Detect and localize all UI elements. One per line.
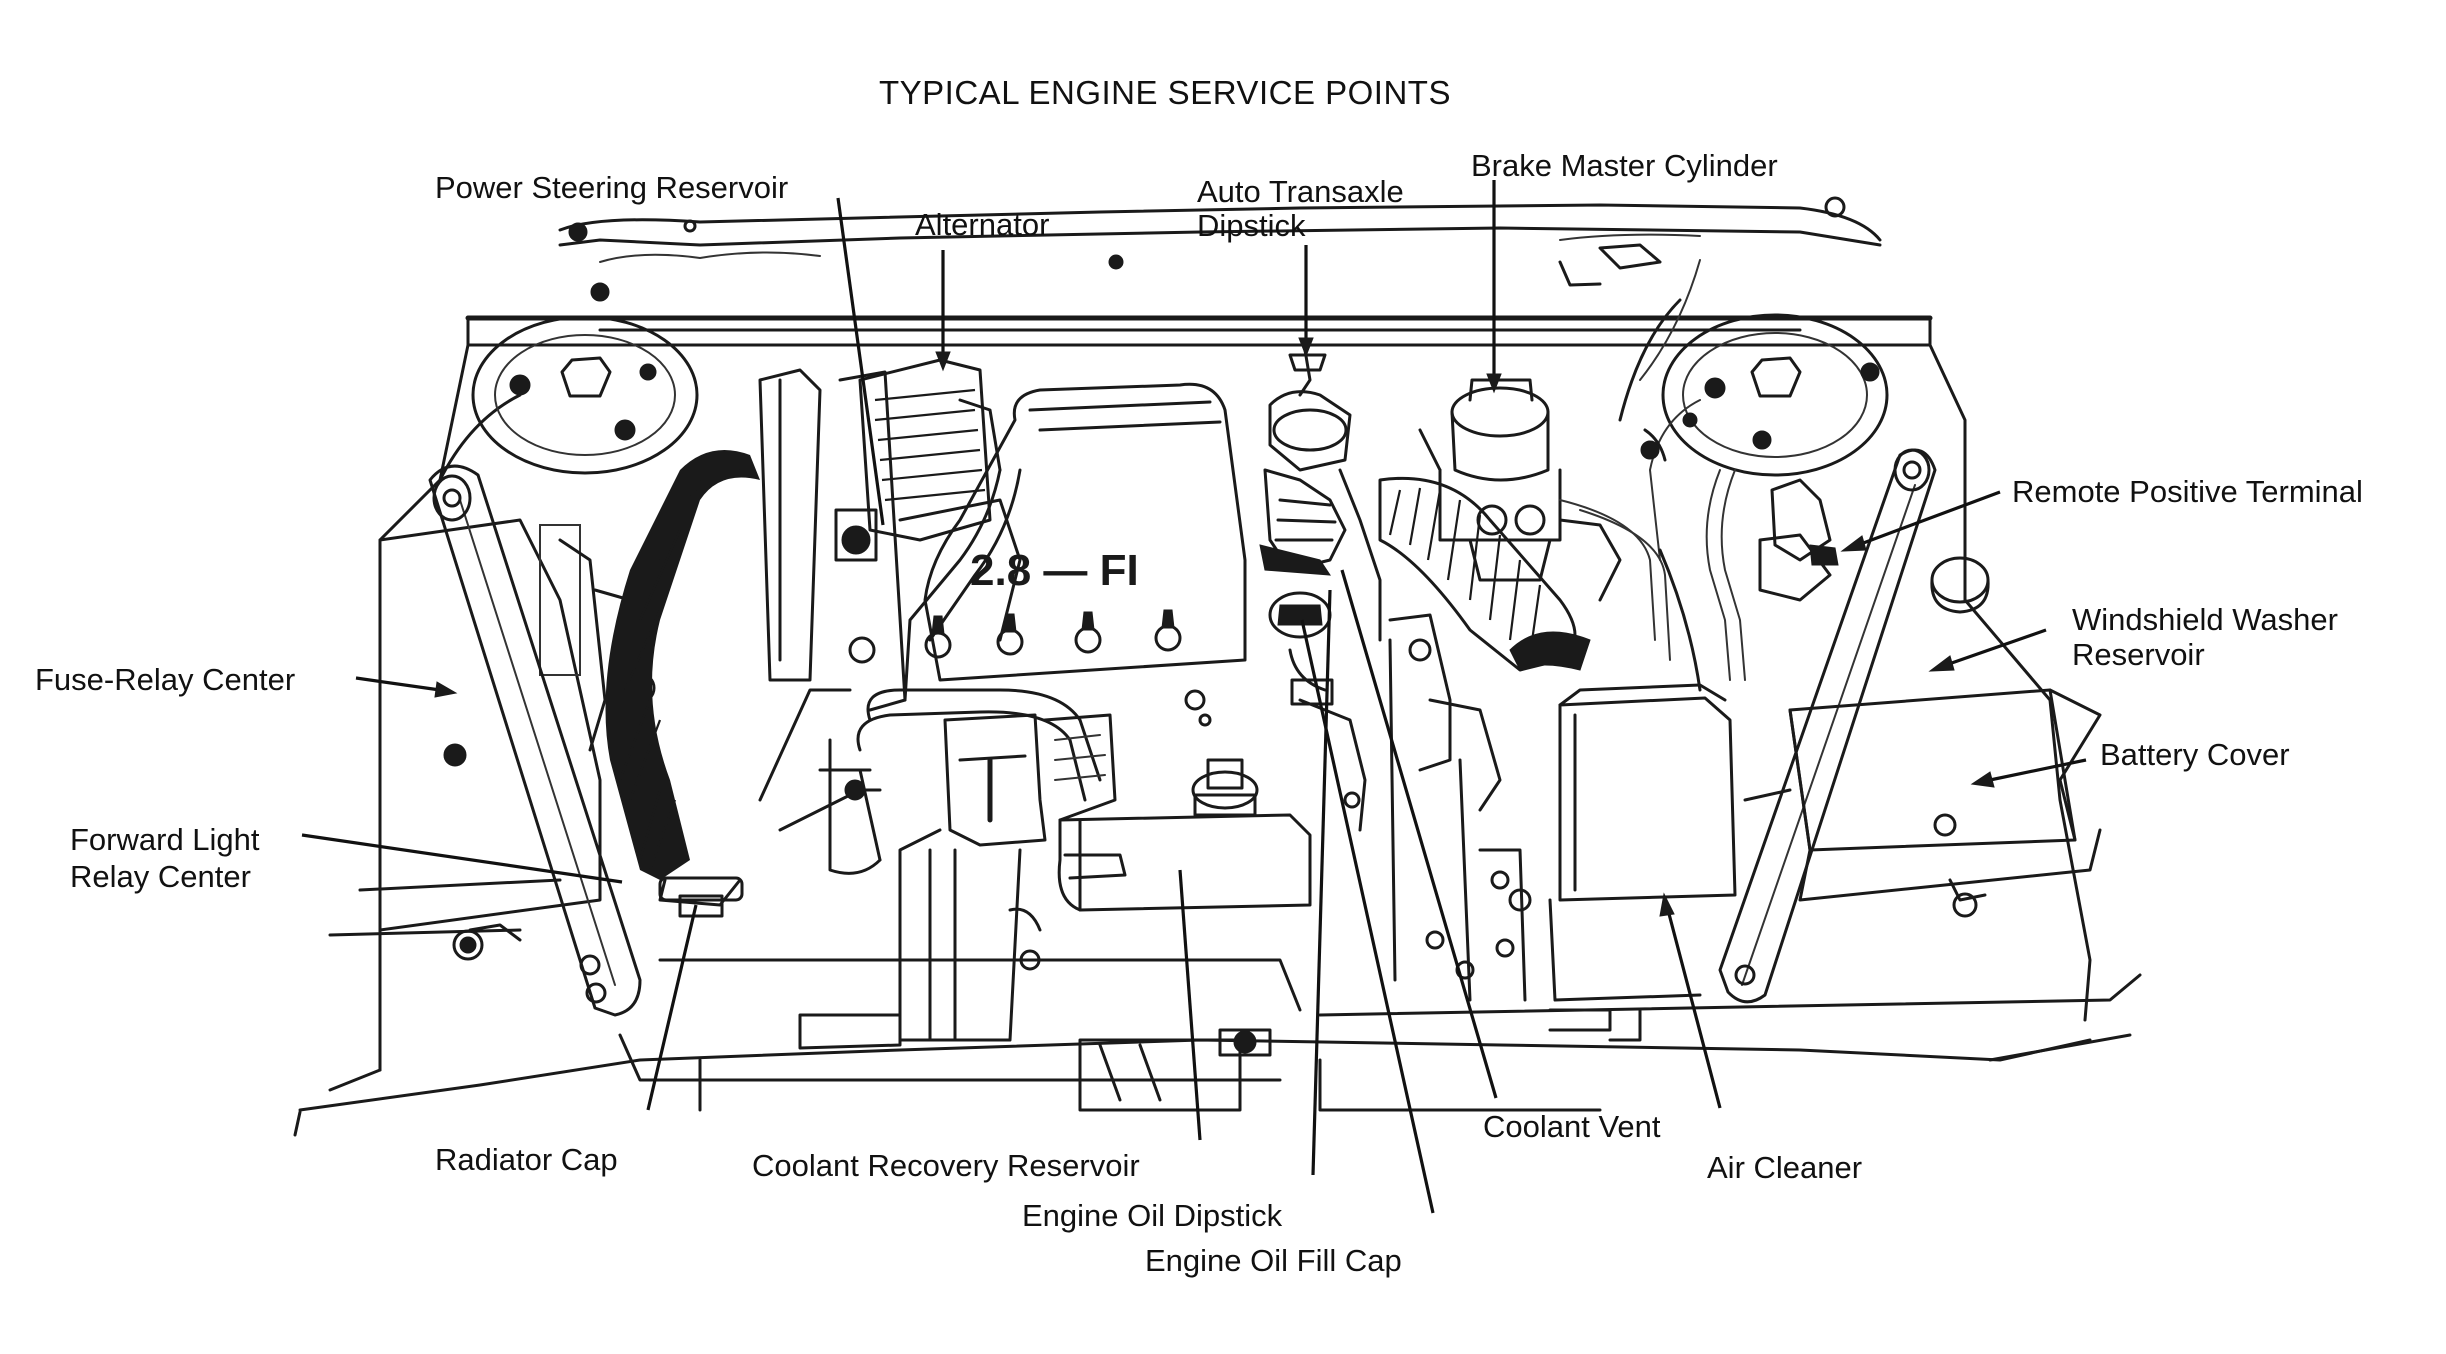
- label-fuse-relay-center: Fuse-Relay Center: [35, 662, 295, 697]
- label-windshield-washer-reservoir-line1: Windshield Washer: [2072, 602, 2338, 637]
- engine-bay-drawing: 2.8 — FI: [293, 196, 2142, 1137]
- label-engine-oil-fill-cap: Engine Oil Fill Cap: [1145, 1243, 1402, 1278]
- label-power-steering-reservoir: Power Steering Reservoir: [435, 170, 788, 205]
- label-forward-light-relay-center-line2: Relay Center: [70, 859, 251, 894]
- engine-badge: 2.8 — FI: [970, 546, 1139, 595]
- label-radiator-cap: Radiator Cap: [435, 1142, 618, 1177]
- label-alternator: Alternator: [915, 207, 1049, 242]
- label-auto-transaxle-dipstick-line2: Dipstick: [1197, 208, 1306, 243]
- leader-lines: [301, 180, 2087, 1214]
- label-windshield-washer-reservoir-line2: Reservoir: [2072, 637, 2205, 672]
- label-coolant-recovery-reservoir: Coolant Recovery Reservoir: [752, 1148, 1140, 1183]
- diagram-title: TYPICAL ENGINE SERVICE POINTS: [879, 74, 1451, 111]
- label-engine-oil-dipstick: Engine Oil Dipstick: [1022, 1198, 1283, 1233]
- label-battery-cover: Battery Cover: [2100, 737, 2290, 772]
- label-coolant-vent: Coolant Vent: [1483, 1109, 1661, 1144]
- label-forward-light-relay-center-line1: Forward Light: [70, 822, 260, 857]
- label-air-cleaner: Air Cleaner: [1707, 1150, 1862, 1185]
- label-auto-transaxle-dipstick-line1: Auto Transaxle: [1197, 174, 1404, 209]
- label-brake-master-cylinder: Brake Master Cylinder: [1471, 148, 1778, 183]
- label-remote-positive-terminal: Remote Positive Terminal: [2012, 474, 2363, 509]
- callout-labels: Power Steering Reservoir Alternator Auto…: [35, 148, 2363, 1278]
